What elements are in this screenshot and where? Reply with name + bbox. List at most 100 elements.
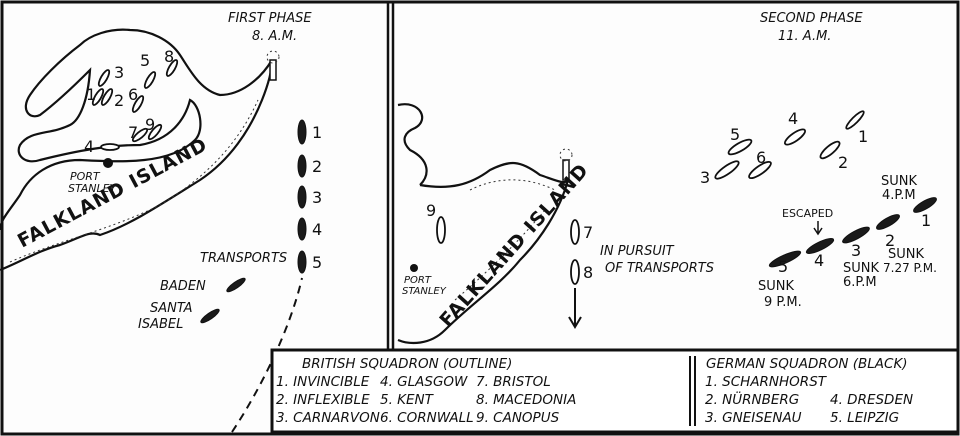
escaped-label: ESCAPED <box>782 207 833 220</box>
german-ships: 1 2 3 4 5 <box>297 119 322 274</box>
legend: BRITISH SQUADRON (OUTLINE) 1. INVINCIBLE… <box>270 348 960 434</box>
german-ship-1 <box>297 119 307 145</box>
sunk-label: 4.P.M <box>882 188 916 203</box>
british-ship-5 <box>143 71 157 89</box>
ship-number: 3 <box>700 168 710 187</box>
legend-item: 1. SCHARNHORST <box>705 374 828 390</box>
sunk-label: 6.P.M <box>843 275 877 290</box>
legend-item: 5. KENT <box>380 392 435 408</box>
ship-number: 2 <box>838 153 848 172</box>
legend-item: 1. INVINCIBLE <box>276 374 370 390</box>
sunk-label: SUNK <box>881 174 917 189</box>
ship-number: 1 <box>312 123 322 142</box>
ship-number: 1 <box>86 85 96 104</box>
second-phase-panel: SECOND PHASE 11. A.M. PORT STANLEY FALKL… <box>397 11 937 345</box>
coastline <box>397 103 570 345</box>
german-ship-4 <box>297 217 307 241</box>
sunk-labels: SUNK 4.P.M SUNK 7.27 P.M. SUNK 6.P.M SUN… <box>758 174 937 310</box>
sunk-label: 9 P.M. <box>764 295 802 310</box>
ship-number: 5 <box>778 257 788 276</box>
ship-number: 4 <box>84 137 94 156</box>
british-ships <box>91 59 179 151</box>
pursuit-label: IN PURSUIT <box>600 244 675 259</box>
legend-item: 7. BRISTOL <box>476 374 551 390</box>
first-phase-time: 8. A.M. <box>252 29 297 44</box>
british-ship-9 <box>147 123 163 141</box>
legend-item: 4. GLASGOW <box>380 374 468 390</box>
british-ship-7 <box>570 219 580 245</box>
ship-number: 5 <box>730 125 740 144</box>
ship-number: 3 <box>114 63 124 82</box>
british-numbers: 1 2 3 4 5 6 7 8 9 <box>84 47 174 156</box>
legend-item: 6. CORNWALL <box>380 410 474 426</box>
german-ship-2 <box>297 154 307 178</box>
british-ship-3 <box>714 160 740 180</box>
british-ship-4 <box>100 143 120 151</box>
port-label: STANLEY <box>68 182 118 195</box>
transport-baden <box>226 277 246 293</box>
british-ship-2 <box>819 140 841 160</box>
second-phase-time: 11. A.M. <box>778 29 831 44</box>
ship-number: 3 <box>851 241 861 260</box>
ship-number: 4 <box>312 220 322 239</box>
british-ship-8 <box>570 259 580 285</box>
ship-number: 7 <box>128 123 138 142</box>
sunk-label: SUNK <box>758 279 794 294</box>
german-legend-title: GERMAN SQUADRON (BLACK) <box>706 356 908 372</box>
german-ships: 1 2 3 4 5 <box>768 197 937 276</box>
santa-isabel-label: SANTA <box>150 301 193 316</box>
ship-number: 4 <box>814 251 824 270</box>
british-ship-1 <box>845 110 865 130</box>
german-ship-5 <box>768 250 802 268</box>
legend-item: 3. GNEISENAU <box>705 410 802 426</box>
british-ship-3 <box>97 69 111 87</box>
coast-hatching <box>454 179 556 301</box>
transport-santa-isabel <box>200 308 220 324</box>
german-ship-3 <box>842 226 870 244</box>
legend-item: 8. MACEDONIA <box>476 392 576 408</box>
pursuit-label: OF TRANSPORTS <box>605 261 714 276</box>
british-ship-2 <box>100 88 114 106</box>
legend-item: 3. CARNARVON <box>276 410 380 426</box>
ship-number: 8 <box>583 263 593 282</box>
ship-number: 8 <box>164 47 174 66</box>
legend-item: 9. CANOPUS <box>476 410 560 426</box>
sunk-label: SUNK <box>843 261 879 276</box>
ship-number: 2 <box>885 231 895 250</box>
german-ship-1 <box>913 197 937 213</box>
legend-item: 5. LEIPZIG <box>830 410 899 426</box>
sunk-label: SUNK <box>888 247 924 262</box>
british-ships: 1 2 3 4 5 6 7 8 9 <box>426 109 868 285</box>
ship-number: 2 <box>114 91 124 110</box>
ship-number: 2 <box>312 157 322 176</box>
ship-number: 7 <box>583 223 593 242</box>
german-ship-2 <box>876 214 900 230</box>
island-label: FALKLAND ISLAND <box>14 134 211 253</box>
santa-isabel-label: ISABEL <box>138 317 183 332</box>
british-ship-8 <box>165 59 179 77</box>
ship-number: 6 <box>756 148 766 167</box>
transports-label: TRANSPORTS <box>200 251 287 266</box>
port-stanley-marker <box>410 264 418 272</box>
british-ship-6 <box>131 95 145 113</box>
pursuit-arrow-icon <box>568 288 582 329</box>
ship-number: 1 <box>858 127 868 146</box>
ship-number: 9 <box>145 115 155 134</box>
ship-number: 9 <box>426 201 436 220</box>
legend-item: 2. INFLEXIBLE <box>276 392 370 408</box>
ship-number: 6 <box>128 85 138 104</box>
british-ship-7 <box>131 127 149 143</box>
lighthouse-icon <box>559 148 573 181</box>
ship-number: 4 <box>788 109 798 128</box>
british-legend-title: BRITISH SQUADRON (OUTLINE) <box>302 356 512 372</box>
british-ship-5 <box>727 138 753 156</box>
german-ship-4 <box>805 238 835 254</box>
coast-hatching <box>9 99 259 263</box>
port-label: PORT <box>404 275 432 286</box>
legend-item: 2. NÜRNBERG <box>705 390 799 408</box>
german-ship-5 <box>297 250 307 274</box>
british-ship-9 <box>436 216 446 244</box>
escaped-arrow-icon <box>813 221 823 236</box>
